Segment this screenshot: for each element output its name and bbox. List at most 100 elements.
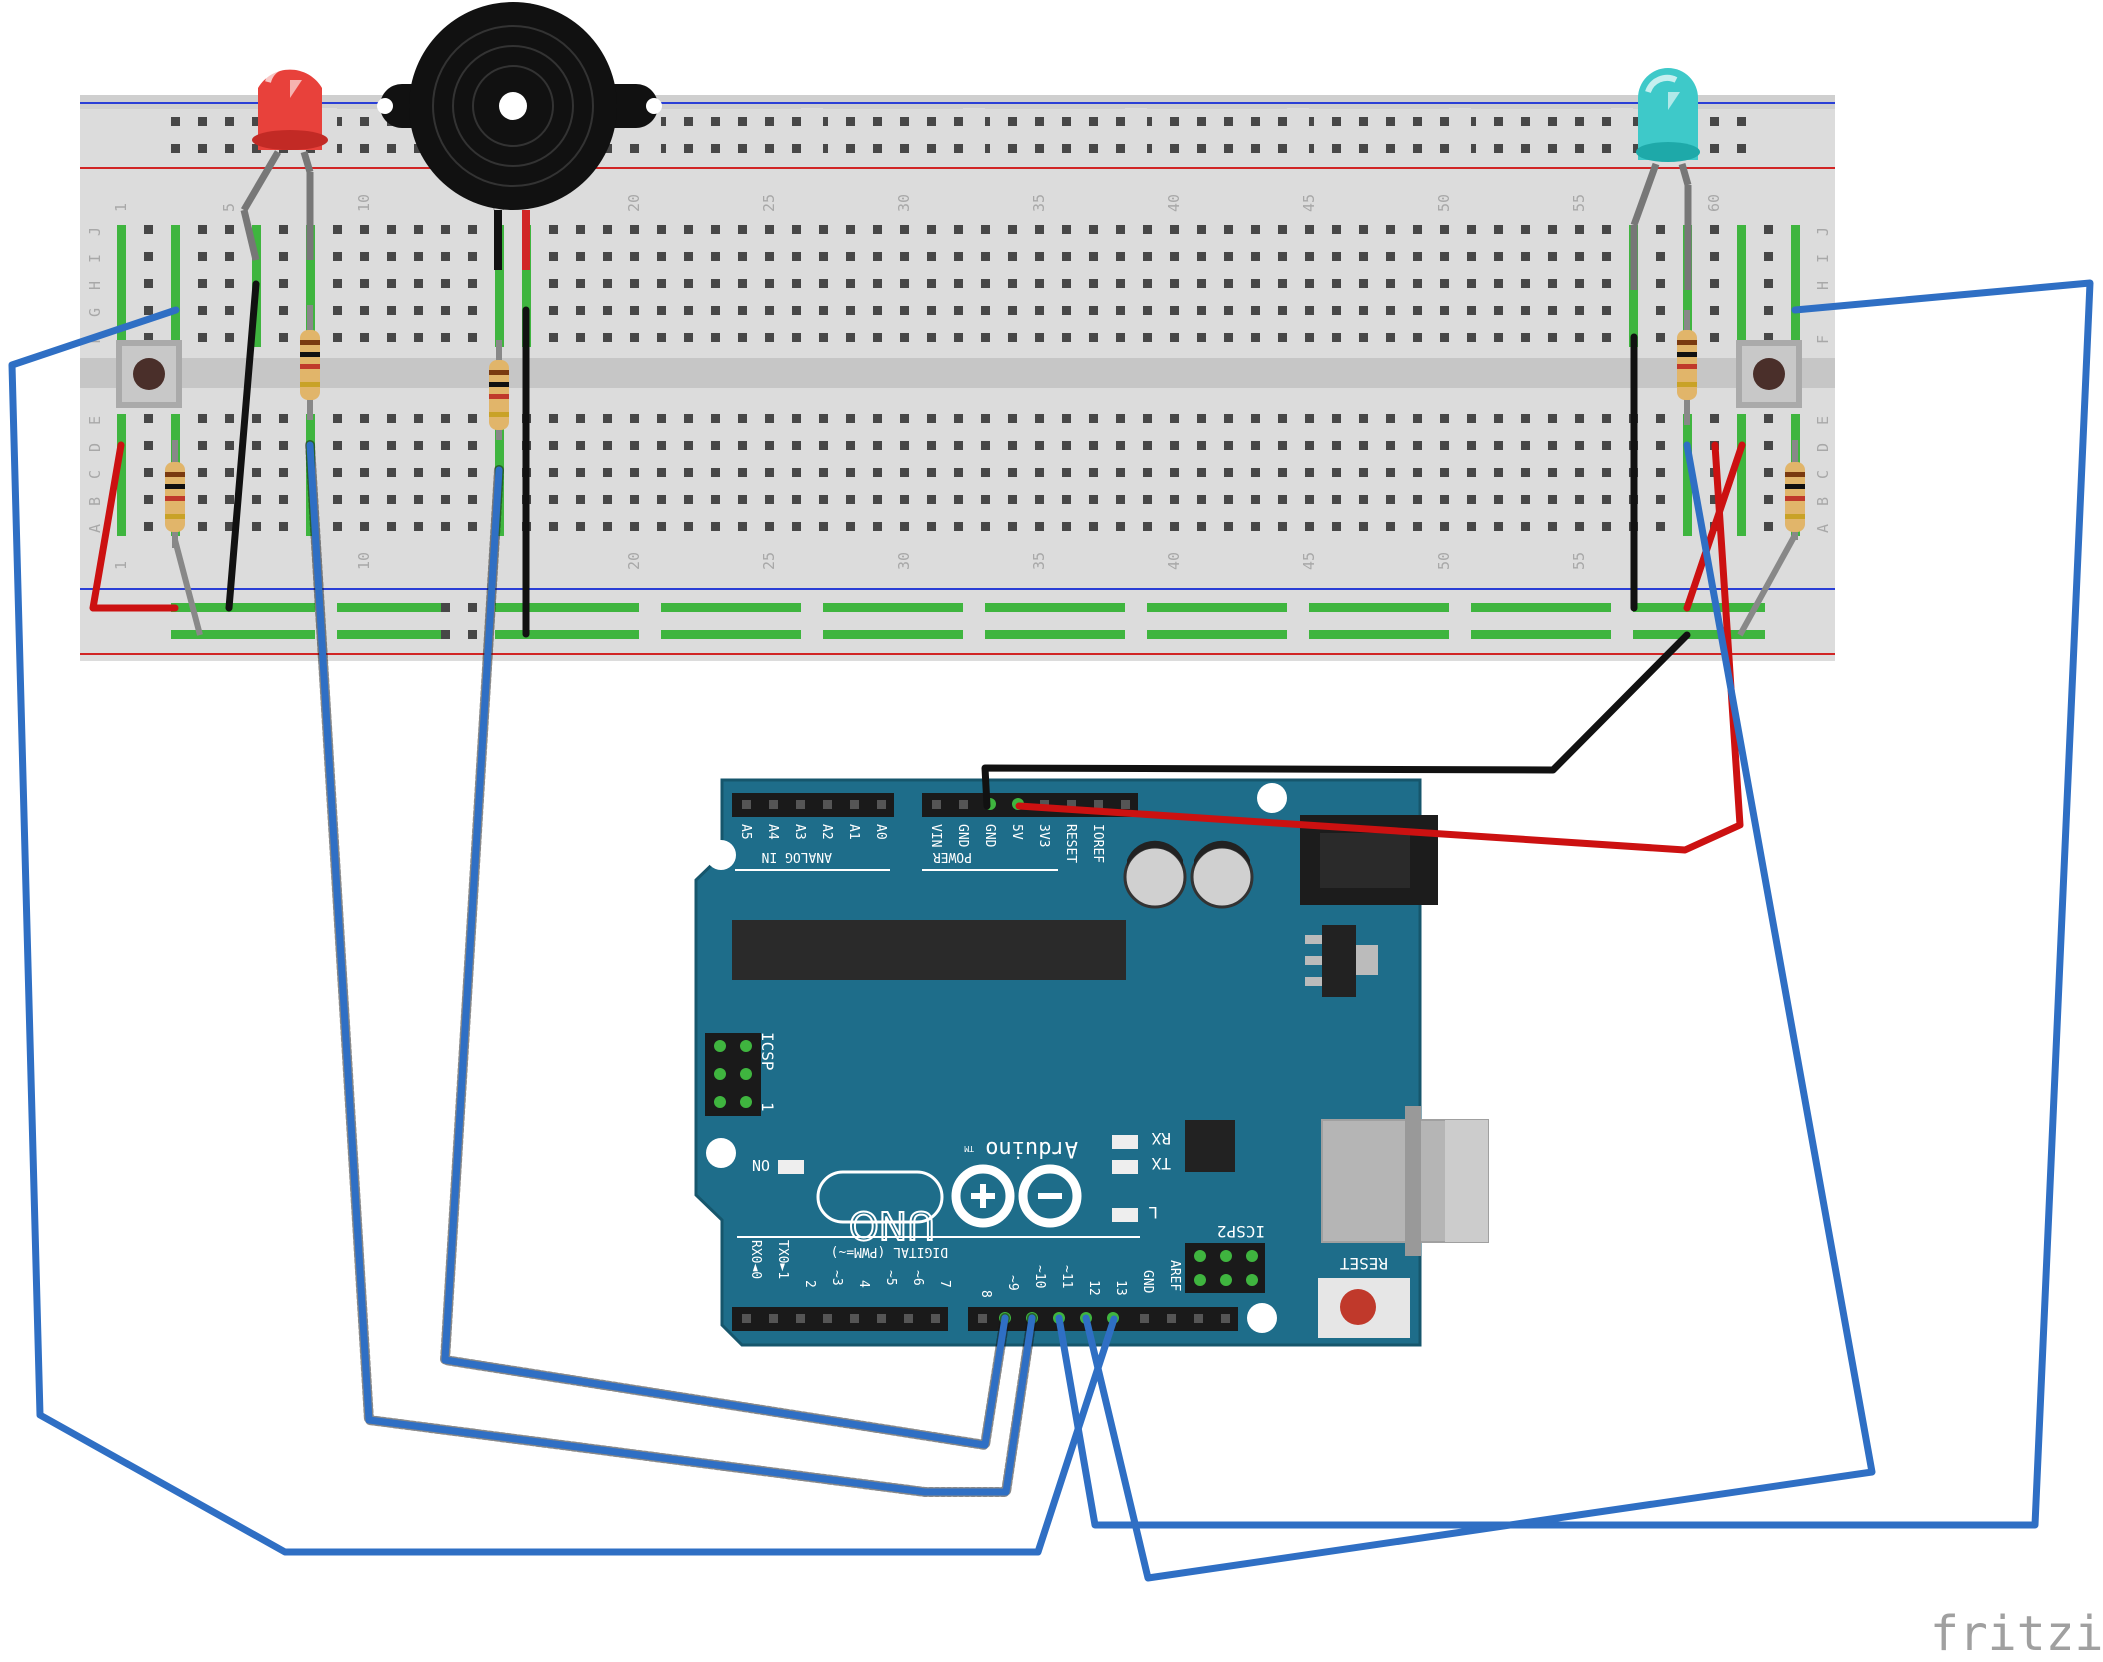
red-wire <box>89 441 179 612</box>
atmega-chip <box>732 920 1126 980</box>
column-number: 55 <box>1570 194 1588 212</box>
rx-led <box>1112 1135 1138 1149</box>
usb-chip <box>1185 1120 1235 1172</box>
reset-label: RESET <box>1339 1254 1388 1273</box>
power-pin-label: GND <box>955 824 970 848</box>
column-number: 20 <box>625 194 643 212</box>
on-led <box>778 1160 804 1174</box>
digital-pin-label: ~9 <box>1005 1275 1020 1291</box>
mounting-hole <box>1247 1303 1277 1333</box>
icsp-header <box>705 1033 761 1116</box>
mounting-hole <box>1257 783 1287 813</box>
digital-pin-label: TX0►1 <box>775 1240 790 1279</box>
analog-pin-label: A0 <box>873 824 888 840</box>
arduino-brand: Arduino <box>985 1136 1078 1161</box>
red-wire <box>1683 441 1746 612</box>
resistor <box>489 340 509 440</box>
blue-wire <box>1055 279 2094 1529</box>
l-label: L <box>1148 1203 1158 1222</box>
digital-pin-label: GND <box>1140 1270 1155 1294</box>
analog-pin-label: A1 <box>846 824 861 840</box>
column-number: 40 <box>1165 552 1183 570</box>
row-letter: E <box>1814 416 1832 425</box>
row-letter: C <box>1814 470 1832 479</box>
fritzing-watermark: fritzing <box>1930 1606 2103 1662</box>
analog-pin-label: A4 <box>765 824 780 840</box>
column-number: 1 <box>112 561 130 570</box>
breadboard: 1 5 10 15 20 25 30 35 40 45 50 55 60 1 1… <box>80 95 1835 661</box>
digital-pin-label: ~3 <box>829 1270 844 1286</box>
column-number: 35 <box>1030 552 1048 570</box>
digital-pin-label: 2 <box>802 1280 817 1288</box>
arduino-logo <box>951 1164 1082 1228</box>
column-number: 35 <box>1030 194 1048 212</box>
resistor <box>1677 310 1697 425</box>
red-wire <box>1015 441 1744 854</box>
row-letter: B <box>1814 497 1832 506</box>
column-number: 25 <box>760 552 778 570</box>
row-letter: J <box>86 227 104 236</box>
column-number: 45 <box>1300 552 1318 570</box>
column-number: 40 <box>1165 194 1183 212</box>
trademark-label: TM <box>964 1144 974 1153</box>
column-number: 60 <box>1705 194 1723 212</box>
icsp-pin1-label: 1 <box>758 1102 777 1112</box>
row-letter: I <box>86 254 104 263</box>
icsp2-label: ICSP2 <box>1217 1222 1265 1241</box>
analog-pin-label: A3 <box>792 824 807 840</box>
power-pin-label: 3V3 <box>1036 824 1051 847</box>
digital-pin-label: 7 <box>937 1280 952 1288</box>
power-pin-label: RESET <box>1063 824 1078 863</box>
digital-pin-label: ~11 <box>1059 1265 1074 1288</box>
column-number: 25 <box>760 194 778 212</box>
column-number: 30 <box>895 552 913 570</box>
row-letter: I <box>1814 254 1832 263</box>
pushbutton-left[interactable] <box>116 340 182 408</box>
digital-pin-label: 12 <box>1086 1280 1101 1296</box>
reset-button-cap[interactable] <box>1340 1289 1376 1325</box>
cyan-led <box>1630 68 1700 290</box>
column-number: 10 <box>355 552 373 570</box>
analog-pin-label: A2 <box>819 824 834 840</box>
digital-pin-label: ~6 <box>910 1270 925 1286</box>
blue-wire <box>8 306 1118 1556</box>
blue-wire <box>441 466 1009 1449</box>
voltage-regulator <box>1322 925 1356 997</box>
row-letter: H <box>86 281 104 290</box>
piezo-buzzer <box>377 2 662 270</box>
digital-pin-label: ~10 <box>1032 1265 1047 1288</box>
column-number: 1 <box>112 203 130 212</box>
l-led <box>1112 1208 1138 1222</box>
row-letter: F <box>1814 335 1832 344</box>
digital-pin-label: ~5 <box>883 1270 898 1286</box>
pushbutton-right[interactable] <box>1736 340 1802 408</box>
row-letter: A <box>86 524 104 533</box>
power-pin-label: GND <box>982 824 997 848</box>
icsp-label: ICSP <box>758 1032 777 1071</box>
blue-wire <box>306 441 1036 1496</box>
row-letter: G <box>86 308 104 317</box>
rx-label: RX <box>1151 1129 1171 1148</box>
mounting-hole <box>706 840 736 870</box>
row-letter: H <box>1814 281 1832 290</box>
red-led <box>240 62 328 261</box>
power-pin-label: VIN <box>928 824 943 847</box>
analog-pin-label: A5 <box>738 824 753 840</box>
column-number: 30 <box>895 194 913 212</box>
row-letter: C <box>86 470 104 479</box>
digital-pin-label: AREF <box>1167 1260 1182 1291</box>
power-label: POWER <box>933 849 972 864</box>
analog-header <box>732 793 894 817</box>
blue-wire <box>1082 441 1876 1582</box>
power-pin-label: 5V <box>1009 824 1024 840</box>
uno-label: UNO <box>849 1203 935 1247</box>
column-number: 50 <box>1435 194 1453 212</box>
tx-label: TX <box>1151 1154 1171 1173</box>
power-pin-label: IOREF <box>1090 824 1105 863</box>
column-number: 10 <box>355 194 373 212</box>
resistor <box>1737 440 1805 637</box>
column-number: 5 <box>220 203 238 212</box>
tx-led <box>1112 1160 1138 1174</box>
resistor <box>165 440 203 636</box>
